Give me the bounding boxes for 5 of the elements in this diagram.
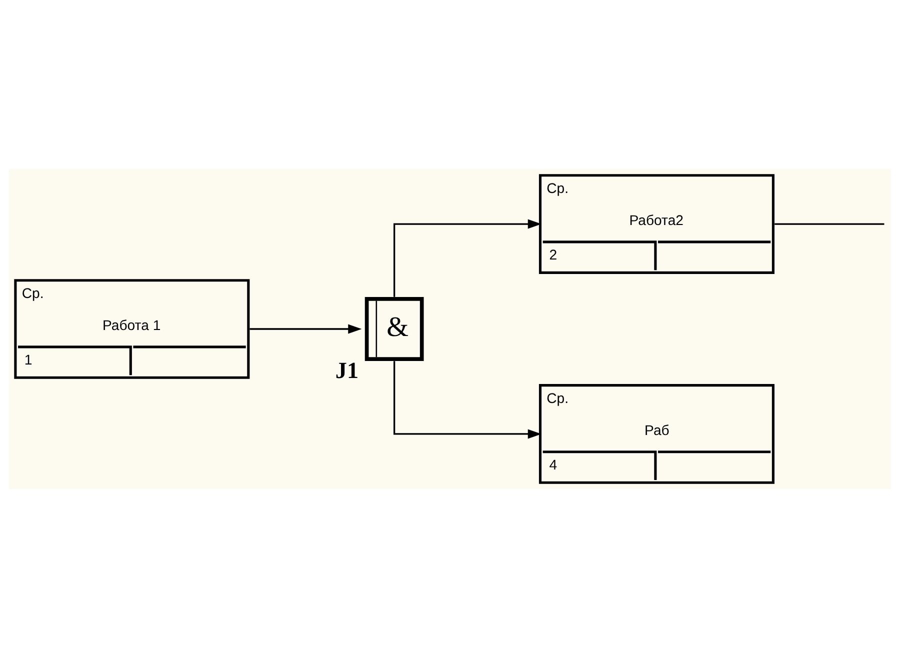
connector [774,223,884,225]
arrow [250,324,362,334]
arrow [393,219,542,297]
node-label: J1 [335,357,358,384]
arrow [393,361,542,439]
